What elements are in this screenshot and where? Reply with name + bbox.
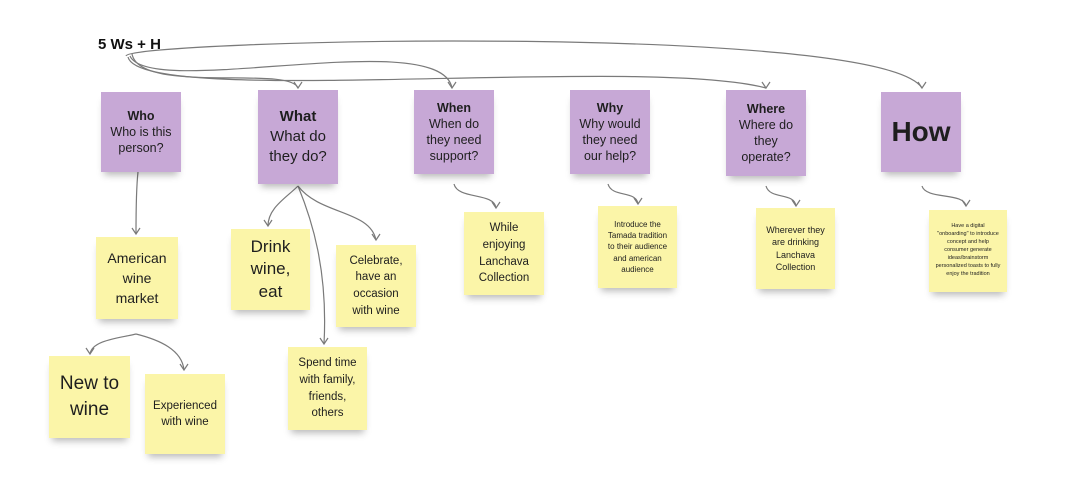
connector-title-how[interactable] [125,40,923,89]
sticky-how-answer-text: Have a digital "onboarding" to introduce… [935,223,1001,277]
connector-what-drink[interactable] [267,185,299,227]
arrowhead-when [447,81,457,90]
arrowhead-what [293,81,303,90]
sticky-where-question: Where do they operate? [738,117,794,165]
arrowhead-market [131,227,141,236]
arrowhead-new [85,347,95,356]
arrowhead-why-answer [633,197,643,206]
connector-title-where[interactable] [127,56,767,89]
connector-title-when[interactable] [129,55,453,89]
connector-how-answer[interactable] [921,185,967,207]
sticky-what[interactable]: What What do they do? [258,90,338,184]
sticky-how[interactable]: How [881,92,961,172]
sticky-spend-time-text: Spend time with family, friends, others [298,357,357,420]
sticky-who-question: Who is this person? [110,124,172,156]
sticky-what-title: What [279,107,317,125]
sticky-celebrate-text: Celebrate, have an occasion with wine [349,254,403,317]
arrowhead-spend [319,337,329,346]
sticky-when-title: When [436,100,472,115]
sticky-why[interactable]: Why Why would they need our help? [570,90,650,174]
sticky-when-answer-text: While enjoying Lanchava Collection [478,222,530,285]
sticky-drink-wine-eat-text: Drink wine, eat [250,237,291,301]
sticky-experienced-with-wine[interactable]: Experienced with wine [145,374,225,454]
arrowhead-drink [263,219,273,228]
sticky-when[interactable]: When When do they need support? [414,90,494,174]
connector-where-answer[interactable] [765,185,797,207]
arrowhead-when-answer [491,201,501,210]
sticky-what-question: What do they do? [269,127,327,166]
connector-when-answer[interactable] [453,183,497,209]
sticky-new-to-wine[interactable]: New to wine [49,356,130,438]
sticky-when-question: When do they need support? [426,116,482,164]
sticky-drink-wine-eat[interactable]: Drink wine, eat [231,229,310,310]
arrowhead-how [917,81,927,90]
sticky-american-wine-market[interactable]: American wine market [96,237,178,319]
sticky-where[interactable]: Where Where do they operate? [726,90,806,176]
sticky-why-answer-text: Introduce the Tamada tradition to their … [607,220,668,274]
connector-title-what[interactable] [131,53,299,89]
connector-why-answer[interactable] [607,183,639,205]
diagram-title[interactable]: 5 Ws + H [98,36,161,53]
sticky-why-answer[interactable]: Introduce the Tamada tradition to their … [598,206,677,288]
arrowhead-experienced [179,363,189,372]
sticky-experienced-with-wine-text: Experienced with wine [153,399,217,428]
connector-market-experienced[interactable] [135,333,185,371]
arrowhead-celebrate [371,233,381,242]
sticky-who[interactable]: Who Who is this person? [101,92,181,172]
arrowhead-where-answer [791,199,801,208]
sticky-how-title: How [891,115,951,147]
sticky-where-title: Where [746,101,786,116]
sticky-spend-time[interactable]: Spend time with family, friends, others [288,347,367,430]
sticky-american-wine-market-text: American wine market [107,249,167,307]
sticky-why-title: Why [596,100,624,115]
sticky-who-title: Who [127,108,155,123]
sticky-why-question: Why would they need our help? [579,116,641,164]
arrowhead-how-answer [961,199,971,208]
sticky-new-to-wine-text: New to wine [59,373,120,420]
sticky-where-answer[interactable]: Wherever they are drinking Lanchava Coll… [756,208,835,289]
sticky-celebrate[interactable]: Celebrate, have an occasion with wine [336,245,416,327]
sticky-where-answer-text: Wherever they are drinking Lanchava Coll… [766,225,825,272]
connector-who-market[interactable] [135,171,139,235]
connector-market-new[interactable] [89,333,137,355]
sticky-how-answer[interactable]: Have a digital "onboarding" to introduce… [929,210,1007,292]
sticky-when-answer[interactable]: While enjoying Lanchava Collection [464,212,544,295]
arrowhead-where [761,81,771,90]
